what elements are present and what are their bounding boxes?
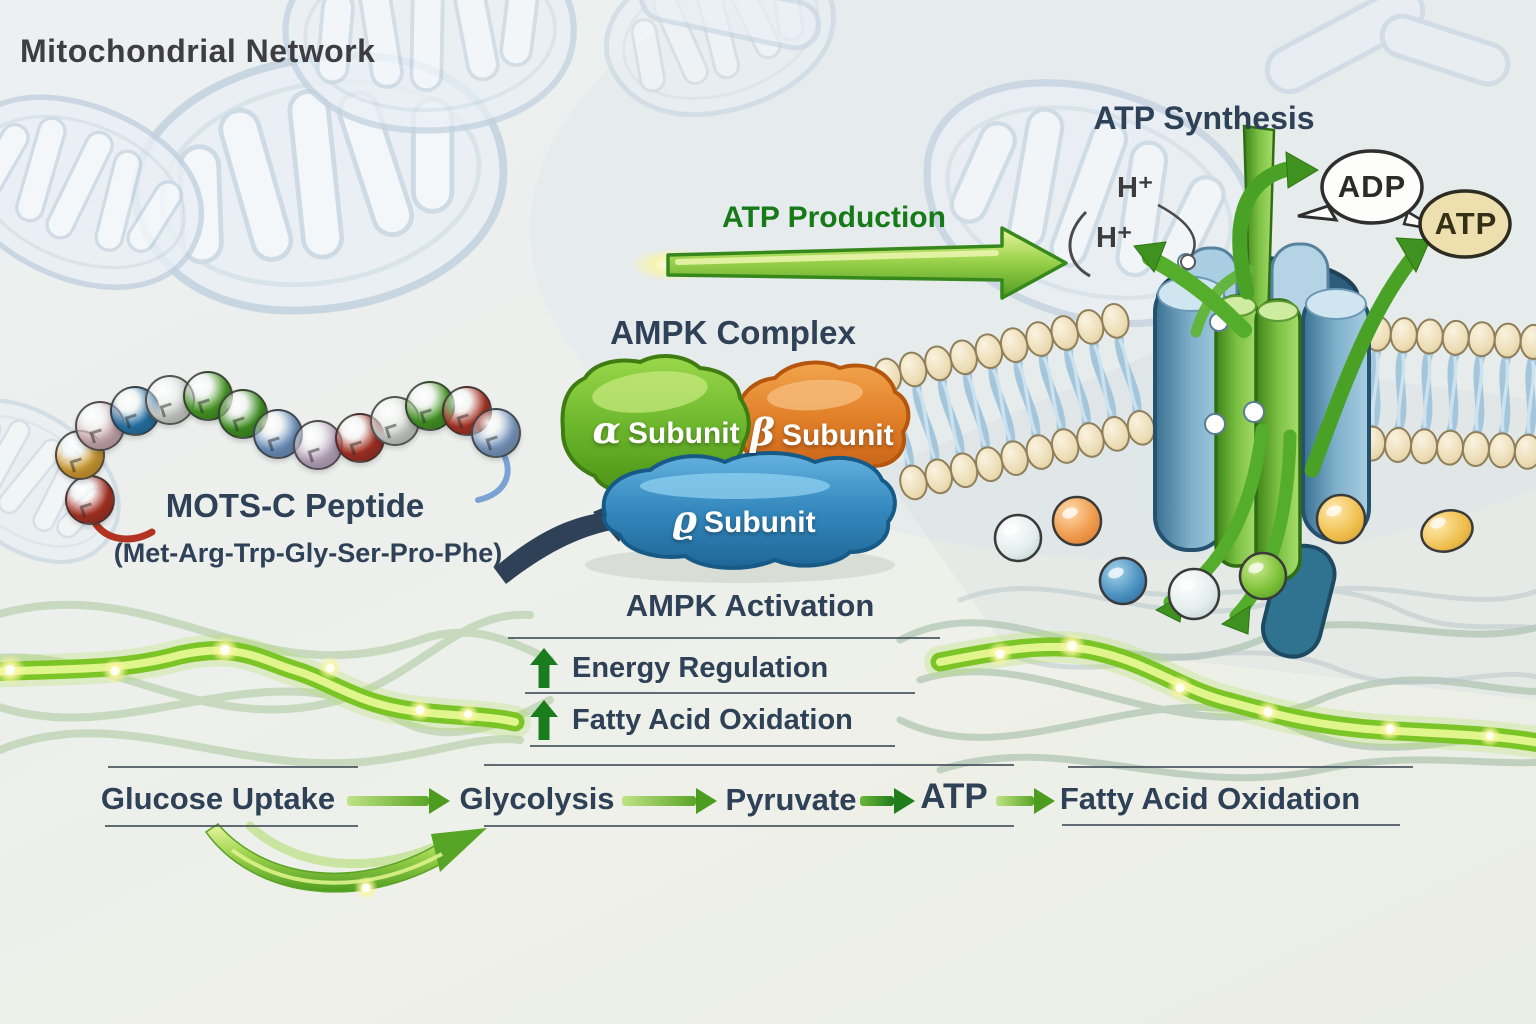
flow-arrow-icon — [996, 796, 1034, 806]
pathway-step-atp: ATP — [920, 777, 988, 816]
peptide-bead — [293, 420, 343, 470]
pathway-step-pyruvate: Pyruvate — [725, 782, 857, 817]
glucose-swoosh-arrow — [204, 821, 487, 900]
peptide-bead — [65, 475, 115, 525]
up-arrow-icon — [530, 700, 558, 740]
divider-line — [1062, 824, 1400, 826]
atp-bubble — [1418, 189, 1512, 259]
effect-row-energy: Energy Regulation — [530, 648, 828, 688]
pathway-step-glycolysis: Glycolysis — [459, 781, 615, 816]
beta-symbol: β — [750, 410, 775, 454]
flow-arrow-icon — [347, 796, 429, 806]
membrane-left-segment — [873, 303, 1156, 501]
alpha-symbol: α — [592, 408, 621, 452]
divider-line — [525, 692, 915, 694]
up-arrow-icon — [530, 648, 558, 688]
pathway-step-fatty-acid-oxidation: Fatty Acid Oxidation — [1059, 781, 1361, 816]
channel-flux-arrows — [1133, 151, 1431, 635]
rho-symbol: ϱ — [672, 497, 697, 541]
proton-label: H⁺ — [1117, 172, 1154, 204]
atp-label: ATP — [1434, 206, 1498, 241]
atp-production-arrow — [630, 226, 1068, 300]
pathway-step-glucose-uptake: Glucose Uptake — [100, 781, 336, 816]
membrane-right-segment — [1358, 315, 1536, 470]
proton-label: H⁺ — [1096, 222, 1133, 254]
divider-line — [108, 766, 358, 768]
flow-arrow-icon — [622, 796, 696, 806]
ampk-activation-title: AMPK Activation — [625, 588, 875, 623]
mitochondria-background — [0, 0, 1511, 592]
ampk-complex-title: AMPK Complex — [610, 314, 856, 351]
divider-line — [105, 825, 358, 827]
peptide-sequence: (Met-Arg-Trp-Gly-Ser-Pro-Phe) — [113, 538, 503, 568]
metabolite-balls — [993, 493, 1474, 621]
atp-synthesis-label: ATP Synthesis — [1093, 100, 1315, 136]
divider-line — [484, 764, 1014, 766]
peptide-bead — [471, 408, 521, 458]
adp-label: ADP — [1337, 169, 1407, 204]
divider-line — [1068, 766, 1413, 768]
effect-row-fatty-acid: Fatty Acid Oxidation — [530, 700, 853, 740]
flow-arrow-icon — [860, 796, 894, 806]
effect-label: Fatty Acid Oxidation — [572, 703, 853, 736]
glowing-filament-right — [924, 630, 1536, 759]
divider-line — [484, 825, 1014, 827]
proton-annotation — [1068, 203, 1196, 278]
effect-label: Energy Regulation — [572, 651, 829, 684]
main-title: Mitochondrial Network — [20, 33, 376, 69]
ampk-complex-graphic — [560, 354, 911, 583]
peptide-name: MOTS-C Peptide — [165, 487, 425, 524]
atp-production-label: ATP Production — [722, 201, 946, 234]
mitochondrial-tubes — [638, 0, 1511, 95]
glow-dots — [0, 632, 1501, 747]
divider-line — [508, 637, 940, 639]
divider-line — [530, 745, 895, 747]
